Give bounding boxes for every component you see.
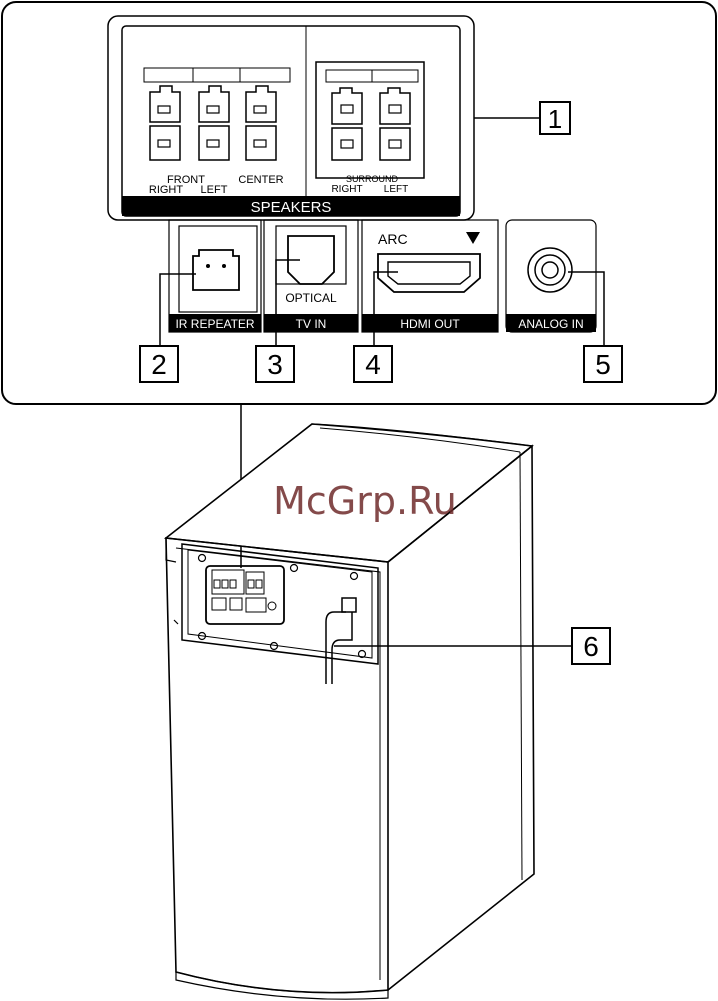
ir-repeater-jack: IR REPEATER (169, 220, 261, 332)
ir-repeater-label: IR REPEATER (175, 317, 254, 331)
tv-in-label: TV IN (296, 317, 327, 331)
power-cord (326, 598, 356, 684)
surround-left-label: LEFT (384, 184, 408, 195)
svg-text:2: 2 (151, 349, 167, 380)
analog-in-jack: ANALOG IN (506, 220, 596, 332)
arc-triangle-icon (466, 232, 480, 244)
optical-tv-in-jack: OPTICAL TV IN (264, 220, 358, 332)
analog-in-label: ANALOG IN (518, 317, 583, 331)
arc-label: ARC (378, 231, 408, 247)
speakers-label: SPEAKERS (251, 199, 332, 216)
surround-left-terminal (380, 88, 410, 160)
watermark-text: McGrp.Ru (273, 479, 457, 523)
callout-6: 6 (572, 628, 610, 664)
svg-text:5: 5 (595, 349, 611, 380)
front-right-terminal (150, 86, 180, 160)
svg-text:6: 6 (583, 631, 599, 662)
front-right-label: RIGHT (149, 184, 184, 196)
svg-text:4: 4 (365, 349, 381, 380)
center-terminal (246, 86, 276, 160)
callout-3: 3 (256, 346, 294, 382)
optical-label: OPTICAL (285, 291, 337, 305)
front-left-terminal (199, 86, 229, 160)
center-label: CENTER (238, 174, 283, 186)
callout-5: 5 (584, 346, 622, 382)
hdmi-out-jack: ARC HDMI OUT (362, 220, 498, 332)
svg-text:3: 3 (267, 349, 283, 380)
svg-text:1: 1 (548, 104, 562, 134)
speakers-block: SPEAKERS FRONT RIGHT LEFT CENTER (108, 16, 474, 220)
front-left-label: LEFT (201, 184, 228, 196)
surround-right-label: RIGHT (331, 184, 362, 195)
callout-1: 1 (540, 102, 570, 134)
hdmi-out-label: HDMI OUT (400, 317, 460, 331)
callout-4: 4 (354, 346, 392, 382)
callout-2: 2 (140, 346, 178, 382)
surround-right-terminal (332, 88, 362, 160)
mini-terminal-panel (206, 566, 284, 624)
surround-label: SURROUND (346, 174, 399, 184)
